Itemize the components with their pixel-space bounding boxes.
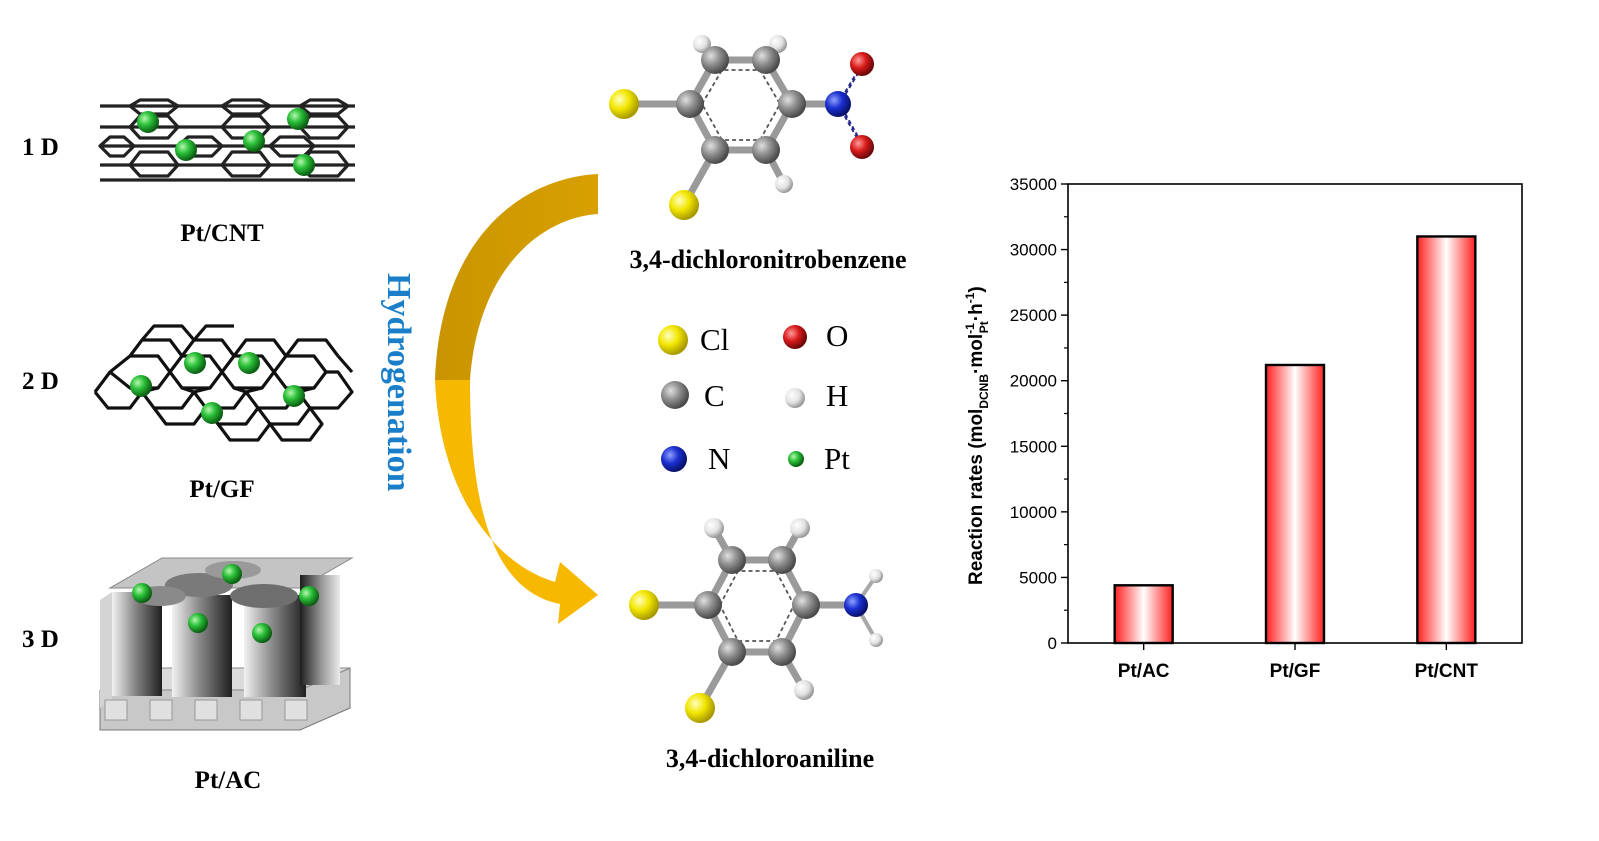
svg-text:H: H bbox=[826, 378, 848, 413]
y-tick-label: 5000 bbox=[1019, 568, 1057, 587]
pt-particle bbox=[299, 586, 319, 606]
h-atom-icon bbox=[785, 388, 805, 408]
ac-structure: 3 D bbox=[22, 557, 354, 794]
structure-name-ac: Pt/AC bbox=[195, 767, 262, 794]
bars bbox=[1113, 235, 1477, 645]
x-tick-label: Pt/GF bbox=[1270, 661, 1321, 682]
pt-particle bbox=[175, 139, 197, 161]
svg-text:Cl: Cl bbox=[700, 322, 729, 357]
gf-pt-particles bbox=[130, 352, 305, 424]
arrow-body-lower bbox=[435, 380, 598, 624]
svg-text:N: N bbox=[708, 441, 730, 476]
pt-particle bbox=[184, 352, 206, 374]
porous-carbon-block bbox=[99, 557, 354, 731]
legend-item-c: C bbox=[661, 378, 725, 413]
pt-particle bbox=[252, 623, 272, 643]
pt-particle bbox=[287, 108, 309, 130]
o-atom-icon bbox=[783, 325, 807, 349]
reactant-molecule bbox=[609, 35, 874, 220]
dimension-label-2d: 2 D bbox=[22, 368, 59, 395]
graphene-lattice bbox=[93, 324, 354, 442]
y-axis-label: Reaction rates (molDCNB·mol-1Pt·h-1) bbox=[963, 286, 991, 585]
bar-pt-ac bbox=[1113, 584, 1174, 645]
svg-text:Pt: Pt bbox=[824, 441, 850, 476]
svg-text:O: O bbox=[826, 318, 848, 353]
legend-item-pt: Pt bbox=[788, 441, 850, 476]
x-tick-label: Pt/CNT bbox=[1415, 661, 1479, 682]
ac-pt-particles bbox=[132, 564, 319, 643]
legend-item-h: H bbox=[785, 378, 848, 413]
cl-atom-icon bbox=[658, 325, 688, 355]
hydrogenation-arrow: Hydrogenation bbox=[380, 174, 598, 624]
pt-atom-icon bbox=[788, 451, 804, 467]
pt-particle bbox=[238, 352, 260, 374]
arrow-body-upper bbox=[435, 174, 598, 380]
pt-particle bbox=[283, 385, 305, 407]
cnt-structure: 1 D Pt/CNT bbox=[22, 98, 355, 247]
cnt-lattice bbox=[98, 98, 355, 182]
n-atom-icon bbox=[661, 446, 687, 472]
dimension-label-1d: 1 D bbox=[22, 134, 59, 161]
cnt-pt-particles bbox=[137, 108, 315, 176]
pt-particle bbox=[201, 402, 223, 424]
legend-item-cl: Cl bbox=[658, 322, 729, 357]
c-atom-icon bbox=[661, 381, 689, 409]
legend-item-o: O bbox=[783, 318, 848, 353]
y-tick-label: 25000 bbox=[1010, 306, 1057, 325]
y-tick-label: 0 bbox=[1048, 634, 1057, 653]
pt-particle bbox=[243, 130, 265, 152]
x-axis-labels: Pt/AC Pt/GF Pt/CNT bbox=[1118, 643, 1479, 682]
bar-pt-cnt bbox=[1416, 235, 1477, 645]
product-molecule bbox=[629, 518, 883, 723]
dimension-label-3d: 3 D bbox=[22, 626, 59, 653]
pt-particle bbox=[137, 111, 159, 133]
pt-particle bbox=[132, 583, 152, 603]
gf-structure: 2 D bbox=[22, 324, 354, 503]
x-tick-label: Pt/AC bbox=[1118, 661, 1170, 682]
legend-item-n: N bbox=[661, 441, 730, 476]
product-name: 3,4-dichloroaniline bbox=[666, 744, 874, 773]
reaction-rate-chart: 0 5000 10000 15000 20000 25000 30000 35000 Pt/A… bbox=[963, 175, 1523, 682]
y-tick-label: 10000 bbox=[1010, 503, 1057, 522]
structure-name-cnt: Pt/CNT bbox=[180, 220, 264, 247]
pt-particle bbox=[130, 375, 152, 397]
structure-name-gf: Pt/GF bbox=[189, 476, 254, 503]
atom-legend: Cl O C H N Pt bbox=[658, 318, 850, 476]
pt-particle bbox=[188, 613, 208, 633]
arrow-label: Hydrogenation bbox=[380, 273, 417, 492]
svg-text:C: C bbox=[704, 378, 725, 413]
pt-particle bbox=[293, 154, 315, 176]
y-tick-label: 35000 bbox=[1010, 175, 1057, 194]
bar-pt-gf bbox=[1264, 363, 1326, 645]
y-axis-ticks: 0 5000 10000 15000 20000 25000 30000 35000 bbox=[1010, 175, 1068, 653]
y-tick-label: 30000 bbox=[1010, 241, 1057, 260]
y-tick-label: 20000 bbox=[1010, 372, 1057, 391]
pt-particle bbox=[222, 564, 242, 584]
y-tick-label: 15000 bbox=[1010, 437, 1057, 456]
reactant-name: 3,4-dichloronitrobenzene bbox=[629, 245, 906, 274]
